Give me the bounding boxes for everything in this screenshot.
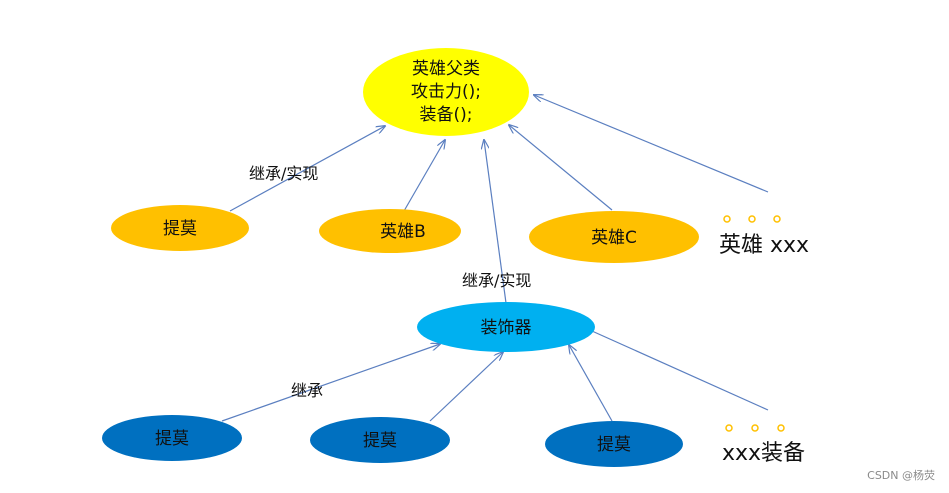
edge-hero-c-to-parent xyxy=(509,125,613,211)
hero-c-node: 英雄C xyxy=(529,211,699,263)
edge-equip-xxx-to-decorator xyxy=(583,327,769,411)
hero-b-label: 英雄B xyxy=(380,222,426,242)
edge-label-inherit-implement-mid: 继承/实现 xyxy=(462,271,531,290)
hero-c-label: 英雄C xyxy=(591,228,637,248)
equip-2-label: 提莫 xyxy=(363,431,397,451)
decorator-node: 装饰器 xyxy=(417,302,595,352)
hero-xxx-placeholder: 英雄 xxx xyxy=(719,215,809,258)
edge-equip-1-to-decorator xyxy=(221,344,440,422)
equip-3-node: 提莫 xyxy=(545,421,683,467)
watermark: CSDN @杨荧 xyxy=(867,469,935,482)
parent-class-title: 英雄父类 xyxy=(412,59,480,79)
decorator-label: 装饰器 xyxy=(481,318,532,338)
hero-timo-label: 提莫 xyxy=(163,219,197,239)
parent-class-method-equip: 装备(); xyxy=(420,105,473,125)
edges xyxy=(221,95,769,422)
edge-hero-xxx-to-parent xyxy=(534,95,769,193)
edge-decorator-to-parent xyxy=(484,140,507,304)
parent-class-method-attack: 攻击力(); xyxy=(411,82,481,102)
hero-timo-node: 提莫 xyxy=(111,205,249,251)
edge-equip-3-to-decorator xyxy=(569,345,613,422)
equip-1-label: 提莫 xyxy=(155,429,189,449)
equip-3-label: 提莫 xyxy=(597,435,631,455)
equip-xxx-label: xxx装备 xyxy=(722,441,805,466)
equip-1-node: 提莫 xyxy=(102,415,242,461)
edge-label-inherit-bottom: 继承 xyxy=(291,381,323,400)
edge-equip-2-to-decorator xyxy=(429,352,503,422)
equip-xxx-placeholder: xxx装备 xyxy=(722,424,805,466)
equip-2-node: 提莫 xyxy=(310,417,450,463)
edge-timo-to-parent xyxy=(229,126,385,212)
edge-label-inherit-implement-top: 继承/实现 xyxy=(249,164,318,183)
hero-b-node: 英雄B xyxy=(319,209,461,253)
parent-class-node: 英雄父类 攻击力(); 装备(); xyxy=(363,48,529,136)
edge-hero-b-to-parent xyxy=(403,140,445,212)
hero-xxx-label: 英雄 xxx xyxy=(719,233,809,258)
